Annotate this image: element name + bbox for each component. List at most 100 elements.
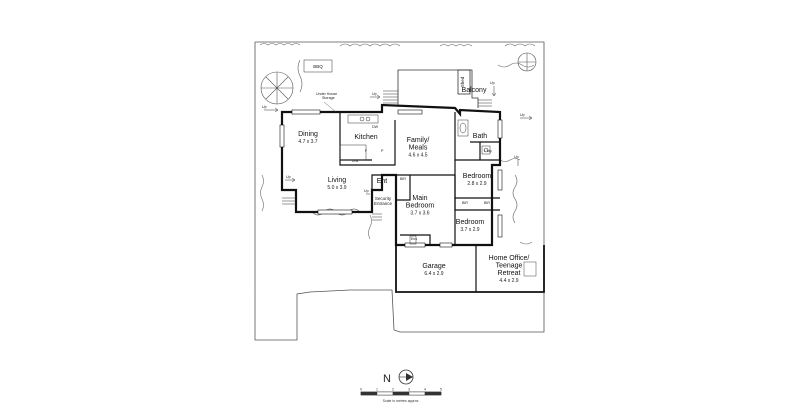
north-letter: N bbox=[383, 373, 391, 385]
bath-fixtures bbox=[409, 119, 491, 245]
room-ent: Ent bbox=[377, 178, 388, 185]
room-name-bedroom1: Bedroom bbox=[463, 173, 492, 180]
room-name-bath: Bath bbox=[473, 133, 488, 140]
room-name-line: Living bbox=[328, 177, 346, 184]
dw-label: DW bbox=[372, 125, 379, 129]
up-texts: Up Up Up Up Up Up Up bbox=[262, 81, 525, 193]
up-label: Up bbox=[262, 105, 267, 109]
scale-segment bbox=[408, 391, 426, 396]
room-name-line: Main bbox=[412, 195, 427, 202]
room-name-line: Kitchen bbox=[354, 134, 377, 141]
room-dim-dining: 4.7 x 3.7 bbox=[298, 139, 317, 145]
garage-office-walls bbox=[395, 245, 545, 293]
room-name-line: Teenage bbox=[496, 263, 523, 270]
bbq-area bbox=[303, 59, 333, 73]
room-name-shed: Shed bbox=[460, 76, 465, 87]
scale-segment bbox=[376, 391, 394, 396]
kitchen-fixtures bbox=[339, 114, 379, 161]
room-name-line: Balcony bbox=[462, 87, 487, 94]
room-name-dining: Dining bbox=[298, 131, 318, 138]
scale-tick-label: 3 bbox=[408, 388, 410, 392]
under-house-label-line1: Under House bbox=[316, 92, 337, 96]
room-shed: Shed bbox=[460, 76, 465, 87]
up-label: Up bbox=[372, 92, 377, 96]
up-label: Up bbox=[520, 113, 525, 117]
scale-segment bbox=[360, 391, 378, 396]
room-name-family: Family/Meals bbox=[407, 137, 430, 152]
room-ens: Ens bbox=[411, 237, 417, 241]
tree-circle bbox=[260, 52, 537, 105]
room-kitchen: Kitchen bbox=[354, 134, 377, 141]
room-name-line: Ent bbox=[377, 178, 388, 185]
room-name-balcony: Balcony bbox=[462, 87, 487, 94]
site-boundary bbox=[254, 41, 545, 341]
north-compass: N bbox=[383, 369, 414, 385]
bir-a-label: BIR bbox=[462, 201, 468, 205]
bir-main-label: BIR bbox=[400, 177, 406, 181]
room-dim-office: 4.4 x 2.9 bbox=[499, 278, 518, 284]
room-name-line: Bedroom bbox=[456, 219, 485, 226]
scale-segment bbox=[392, 391, 410, 396]
room-name-line: Dining bbox=[298, 131, 318, 138]
compass-pointer-icon bbox=[406, 373, 413, 381]
room-dim-bedroom2: 3.7 x 2.9 bbox=[460, 227, 479, 233]
room-dim-garage: 6.4 x 2.9 bbox=[424, 271, 443, 277]
under-house-leader bbox=[323, 101, 337, 113]
room-name-line: Garage bbox=[422, 263, 445, 270]
pantry-label: P bbox=[381, 149, 384, 153]
room-name-line: Ens bbox=[411, 237, 417, 241]
room-name-line: Home Office/ bbox=[489, 255, 530, 262]
room-dim-living: 5.0 x 3.9 bbox=[327, 185, 346, 191]
up-markers bbox=[264, 86, 533, 195]
room-name-bedroom2: Bedroom bbox=[456, 219, 485, 226]
room-name-line: L'dry bbox=[484, 149, 492, 153]
room-name-line: Retreat bbox=[498, 270, 521, 277]
room-name-line: Shed bbox=[460, 76, 465, 87]
room-name-line: Security bbox=[375, 196, 392, 201]
under-house-label-line2: Storage bbox=[322, 96, 335, 100]
room-name-line: Bath bbox=[473, 133, 488, 140]
bbq-label: BBQ bbox=[313, 64, 323, 69]
room-dim-family: 4.6 x 4.5 bbox=[408, 153, 427, 159]
room-bath: Bath bbox=[473, 133, 488, 140]
garden-shrubs bbox=[259, 43, 536, 245]
scale-tick-label: 2 bbox=[392, 388, 394, 392]
under-house-label: Under House Storage bbox=[316, 92, 338, 100]
scale-tick-label: 1 bbox=[376, 388, 378, 392]
windows bbox=[279, 109, 503, 248]
scale-caption: Scale in metres approx. bbox=[383, 399, 420, 403]
room-name-line: Entrance bbox=[374, 201, 393, 206]
fridge-label: F bbox=[365, 149, 368, 153]
room-name-line: Bedroom bbox=[463, 173, 492, 180]
room-name-ens: Ens bbox=[411, 237, 417, 241]
balcony-deck bbox=[397, 69, 479, 108]
scale-tick-label: 0 bbox=[360, 388, 362, 392]
up-label: Up bbox=[514, 155, 519, 159]
room-balcony: Balcony bbox=[462, 87, 487, 94]
room-name-line: Meals bbox=[409, 145, 428, 152]
bir-b-label: BIR bbox=[484, 201, 490, 205]
room-name-living: Living bbox=[328, 177, 346, 184]
office-desk bbox=[523, 261, 537, 277]
room-name-kitchen: Kitchen bbox=[354, 134, 377, 141]
room-name-line: Bedroom bbox=[406, 203, 435, 210]
balcony-stairs bbox=[383, 90, 492, 107]
scale-segment bbox=[424, 391, 442, 396]
room-name-ldry: L'dry bbox=[484, 149, 492, 153]
room-ldry: L'dry bbox=[484, 149, 492, 153]
